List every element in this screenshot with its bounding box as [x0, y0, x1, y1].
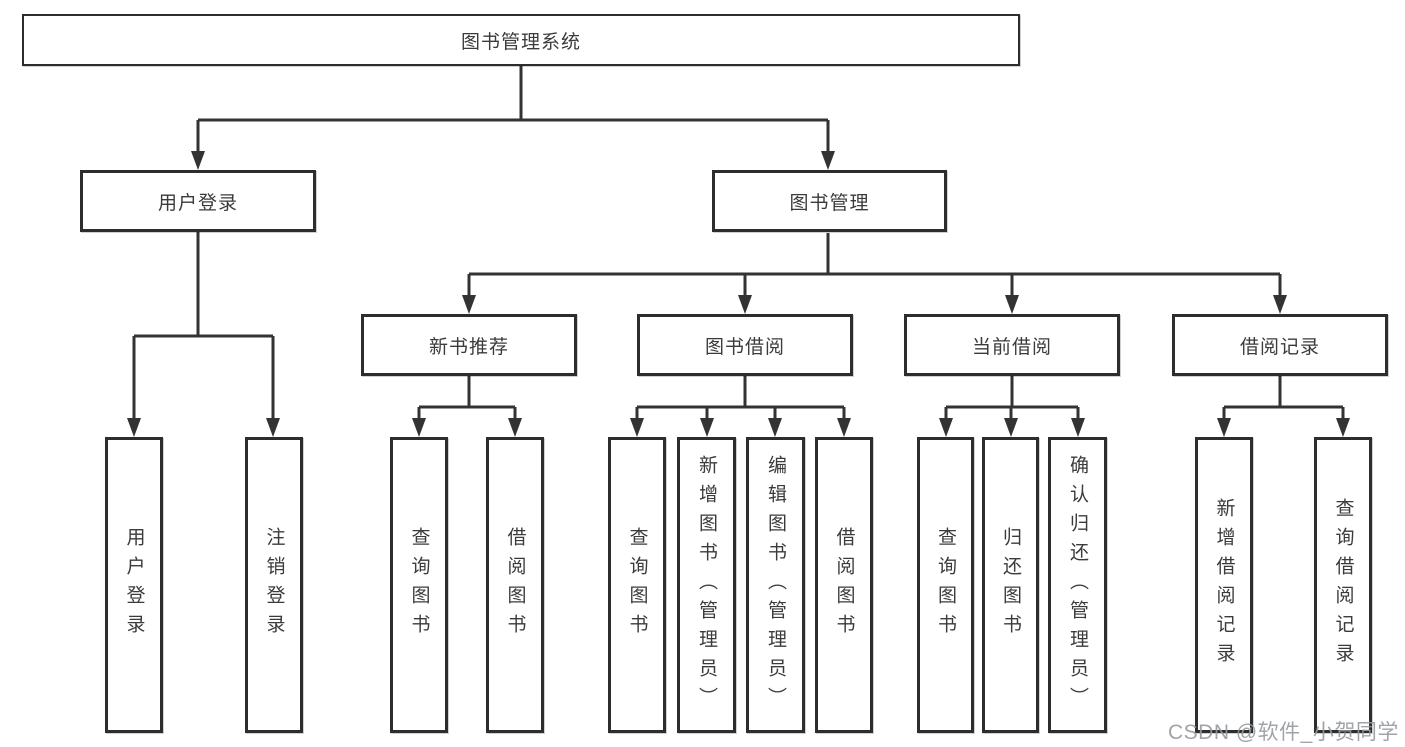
- node-label: 用户登录: [123, 527, 145, 643]
- node-label: 图书管理系统: [460, 31, 581, 53]
- leaf-query-books-borrow: 查询图书: [608, 437, 666, 733]
- node-label: 编辑图书（管理员）: [765, 454, 786, 716]
- node-current-borrowing: 当前借阅: [904, 314, 1120, 376]
- connector-bookmgmt-to-level3: [467, 233, 1282, 297]
- leaf-query-books-current: 查询图书: [917, 437, 974, 733]
- node-label: 借阅图书: [504, 527, 526, 643]
- leaf-query-borrow-record: 查询借阅记录: [1314, 437, 1372, 733]
- node-label: 归还图书: [1000, 527, 1021, 643]
- leaf-add-books-admin: 新增图书（管理员）: [677, 437, 736, 733]
- arrowheads-level2: [191, 151, 835, 170]
- arrowheads-newbook-leaves: [412, 418, 522, 437]
- node-label: 注销登录: [263, 527, 285, 643]
- arrowheads-bookborrow-leaves: [630, 418, 851, 437]
- leaf-confirm-return-admin: 确认归还（管理员）: [1048, 437, 1107, 733]
- node-label: 新书推荐: [428, 336, 509, 358]
- connector-userlogin-to-leaves: [132, 232, 275, 420]
- node-label: 新增图书（管理员）: [696, 454, 717, 716]
- node-label: 确认归还（管理员）: [1067, 454, 1088, 716]
- node-label: 当前借阅: [971, 336, 1052, 358]
- connector-bookborrow-to-leaves: [635, 376, 846, 420]
- node-label: 图书借阅: [704, 336, 785, 358]
- node-borrowing-records: 借阅记录: [1172, 314, 1388, 376]
- node-label: 查询图书: [935, 527, 956, 643]
- node-book-borrowing: 图书借阅: [637, 314, 853, 376]
- connector-newbook-to-leaves: [417, 376, 517, 420]
- node-user-login: 用户登录: [80, 170, 316, 232]
- leaf-borrow-books-recommend: 借阅图书: [486, 437, 544, 733]
- leaf-add-borrow-record: 新增借阅记录: [1195, 437, 1253, 733]
- leaf-return-books: 归还图书: [982, 437, 1039, 733]
- node-label: 查询图书: [408, 527, 430, 643]
- node-label: 借阅记录: [1239, 336, 1320, 358]
- node-label: 图书管理: [789, 192, 870, 214]
- node-book-management: 图书管理: [712, 170, 947, 232]
- node-label: 查询图书: [626, 527, 648, 643]
- node-new-book-recommendation: 新书推荐: [361, 314, 577, 376]
- arrowheads-records-leaves: [1217, 418, 1350, 437]
- csdn-watermark: CSDN @软件_小贺同学: [1168, 721, 1399, 744]
- leaf-edit-books-admin: 编辑图书（管理员）: [746, 437, 805, 733]
- node-label: 新增借阅记录: [1213, 498, 1235, 672]
- leaf-borrow-books: 借阅图书: [815, 437, 873, 733]
- arrowheads-userlogin-leaves: [127, 418, 280, 437]
- node-label: 查询借阅记录: [1332, 498, 1354, 672]
- leaf-logout: 注销登录: [245, 437, 303, 733]
- arrowheads-level3: [462, 295, 1287, 314]
- leaf-query-books-recommend: 查询图书: [390, 437, 448, 733]
- node-library-management-system: 图书管理系统: [22, 14, 1020, 66]
- connector-currentborrow-to-leaves: [944, 376, 1080, 420]
- node-label: 用户登录: [157, 192, 238, 214]
- leaf-user-login: 用户登录: [105, 437, 163, 733]
- arrowheads-currentborrow-leaves: [939, 418, 1085, 437]
- connector-root-to-level2: [196, 66, 830, 154]
- node-label: 借阅图书: [833, 527, 855, 643]
- connector-records-to-leaves: [1222, 376, 1345, 420]
